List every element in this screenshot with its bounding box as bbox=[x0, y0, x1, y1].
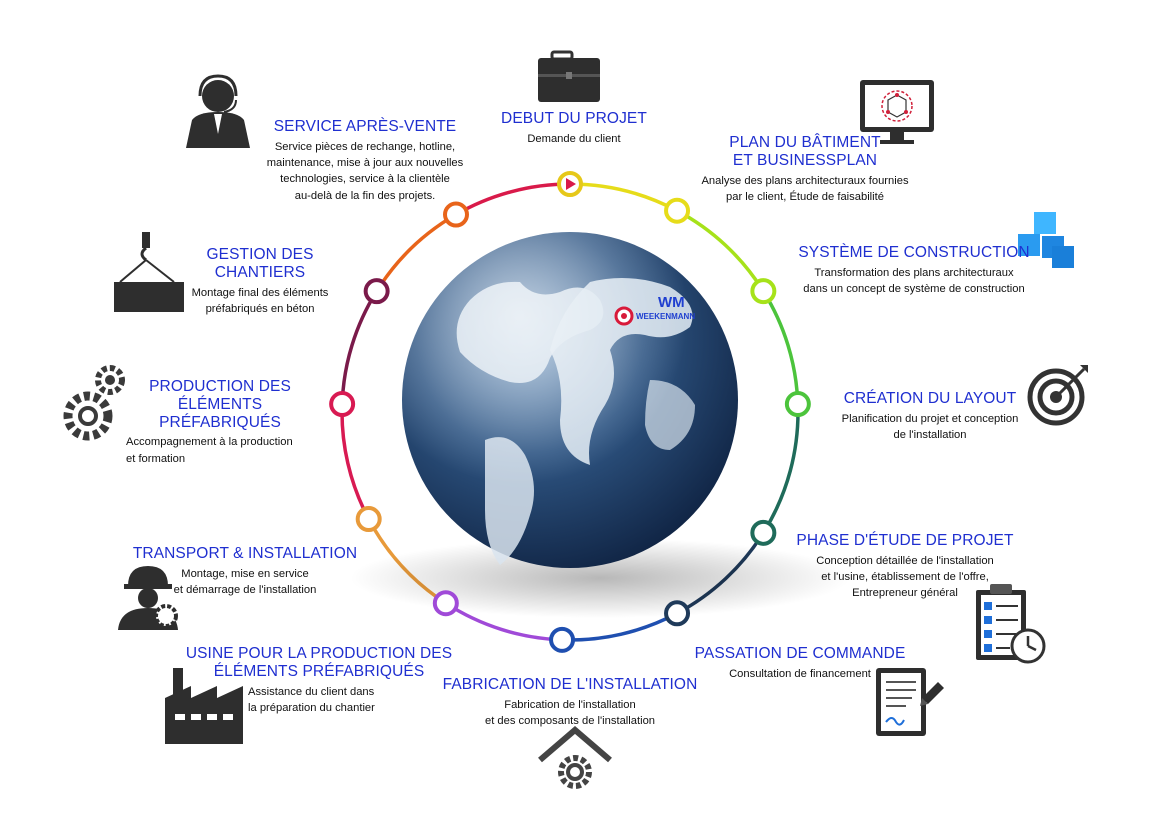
cubes-icon bbox=[1018, 212, 1074, 268]
play-icon bbox=[566, 178, 576, 190]
ring-segment bbox=[340, 403, 371, 520]
step-desc: Service pièces de rechange, hotline,main… bbox=[266, 140, 464, 202]
factory-gear-icon bbox=[538, 726, 612, 789]
step-gestion: GESTION DES CHANTIERS Montage final des … bbox=[160, 246, 360, 317]
worker-icon bbox=[118, 566, 178, 630]
ring-node-fabrication bbox=[549, 626, 576, 653]
ring-node-commande bbox=[664, 600, 691, 627]
ring-segment bbox=[761, 290, 800, 405]
step-desc: Consultation de financement bbox=[729, 667, 871, 680]
brand-logo: WM WEEKENMANN bbox=[636, 294, 695, 321]
ring-node-layout bbox=[784, 391, 811, 418]
brand-logo-letters: WM bbox=[658, 294, 685, 311]
step-desc: Analyse des plans architecturaux fournie… bbox=[701, 174, 909, 203]
step-title: FABRICATION DE L'INSTALLATION bbox=[442, 676, 698, 693]
step-title: CRÉATION DU LAYOUT bbox=[843, 390, 1017, 407]
contract-icon bbox=[876, 668, 944, 736]
step-title: TRANSPORT & INSTALLATION bbox=[132, 545, 358, 562]
factory-icon bbox=[165, 668, 243, 744]
headset-agent-icon bbox=[186, 74, 250, 148]
checklist-clock-icon bbox=[976, 584, 1046, 664]
step-title: PHASE D'ÉTUDE DE PROJET bbox=[796, 532, 1014, 549]
step-etude: PHASE D'ÉTUDE DE PROJET Conception détai… bbox=[790, 532, 1020, 602]
ring-node-transport bbox=[355, 506, 382, 533]
ring-node-systeme bbox=[750, 278, 777, 305]
ring-nodes bbox=[329, 171, 811, 653]
step-title: SYSTÈME DE CONSTRUCTION bbox=[798, 244, 1030, 261]
globe bbox=[350, 232, 850, 618]
ring-segment bbox=[676, 209, 765, 293]
step-systeme: SYSTÈME DE CONSTRUCTION Transformation d… bbox=[784, 244, 1044, 297]
step-title: PASSATION DE COMMANDE bbox=[694, 645, 906, 662]
briefcase-icon bbox=[538, 50, 600, 102]
monitor-icon bbox=[860, 80, 934, 144]
ring-node-usine bbox=[432, 590, 459, 617]
step-fabrication: FABRICATION DE L'INSTALLATION Fabricatio… bbox=[440, 676, 700, 729]
step-desc: Demande du client bbox=[527, 132, 621, 145]
gears-icon bbox=[63, 365, 125, 441]
step-commande: PASSATION DE COMMANDE Consultation de fi… bbox=[690, 645, 910, 682]
ring-node-production bbox=[329, 391, 356, 418]
ring-node-plan bbox=[664, 197, 691, 224]
ring-segment bbox=[761, 403, 800, 534]
target-icon bbox=[1027, 365, 1088, 426]
ring-node-etude bbox=[750, 519, 777, 546]
step-title: SERVICE APRÈS-VENTE bbox=[273, 118, 457, 135]
ring-node-gestion bbox=[363, 278, 390, 305]
step-transport: TRANSPORT & INSTALLATION Montage, mise e… bbox=[130, 545, 360, 598]
step-debut: DEBUT DU PROJET Demande du client bbox=[474, 110, 674, 147]
ring-node-service bbox=[443, 201, 469, 228]
ring-segment bbox=[375, 213, 457, 293]
step-layout: CRÉATION DU LAYOUT Planification du proj… bbox=[830, 390, 1030, 443]
step-title: GESTION DES CHANTIERS bbox=[206, 246, 314, 281]
ring-segment bbox=[569, 182, 678, 213]
step-title: DEBUT DU PROJET bbox=[501, 110, 647, 127]
step-service: SERVICE APRÈS-VENTE Service pièces de re… bbox=[250, 118, 480, 204]
location-pin-icon bbox=[614, 306, 634, 326]
crane-hook-icon bbox=[114, 232, 184, 312]
brand-logo-name: WEEKENMANN bbox=[636, 312, 695, 321]
